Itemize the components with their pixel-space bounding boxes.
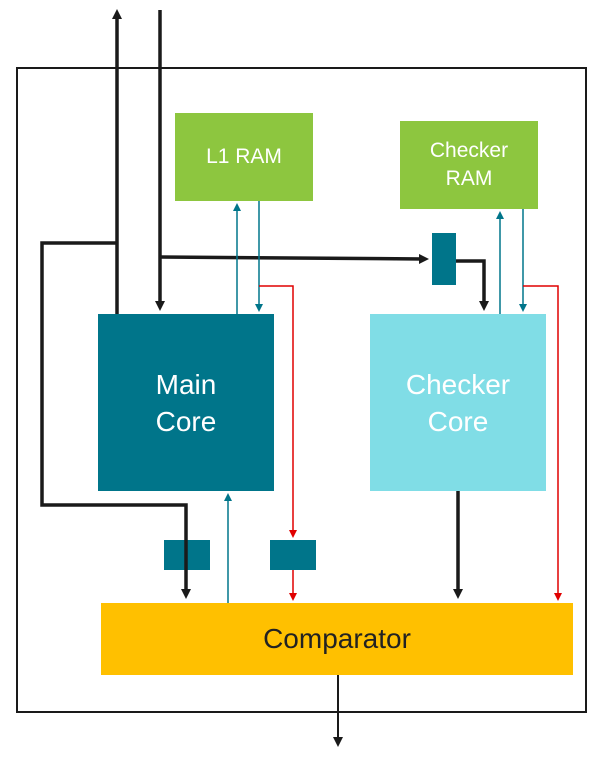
delay-to-checker-core-arrow	[456, 259, 489, 311]
main-core-box	[98, 314, 274, 491]
main-core-label: Main Core	[155, 368, 217, 437]
l1-ram-label: L1 RAM	[206, 145, 282, 168]
l1-ram-box	[175, 113, 313, 201]
checker-core-label: Checker Core	[405, 368, 511, 437]
delay-element-ram-to-comparator	[270, 540, 316, 570]
chip-boundary	[16, 67, 587, 713]
comparator-label-block: Comparator	[101, 603, 573, 675]
checker-ram-label-block: Checker RAM	[400, 121, 538, 209]
comparator-label: Comparator	[263, 623, 411, 654]
checker-ram-to-comparator-red-arrow	[523, 285, 562, 601]
input-to-checker-delay-arrow	[159, 253, 429, 264]
checker-core-label-block: Checker Core	[370, 314, 546, 491]
main-core-label-block: Main Core	[98, 314, 274, 491]
checker-core-box	[370, 314, 546, 491]
checker-ram-label: Checker RAM	[429, 139, 509, 190]
delay-element-checker-input	[432, 233, 456, 285]
checker-ram-box	[400, 121, 538, 209]
l1-ram-label-block: L1 RAM	[175, 113, 313, 201]
comparator-box	[101, 603, 573, 675]
main-core-to-comparator-loop-arrow	[40, 241, 191, 599]
l1-ram-to-comparator-red-arrow	[259, 285, 297, 538]
